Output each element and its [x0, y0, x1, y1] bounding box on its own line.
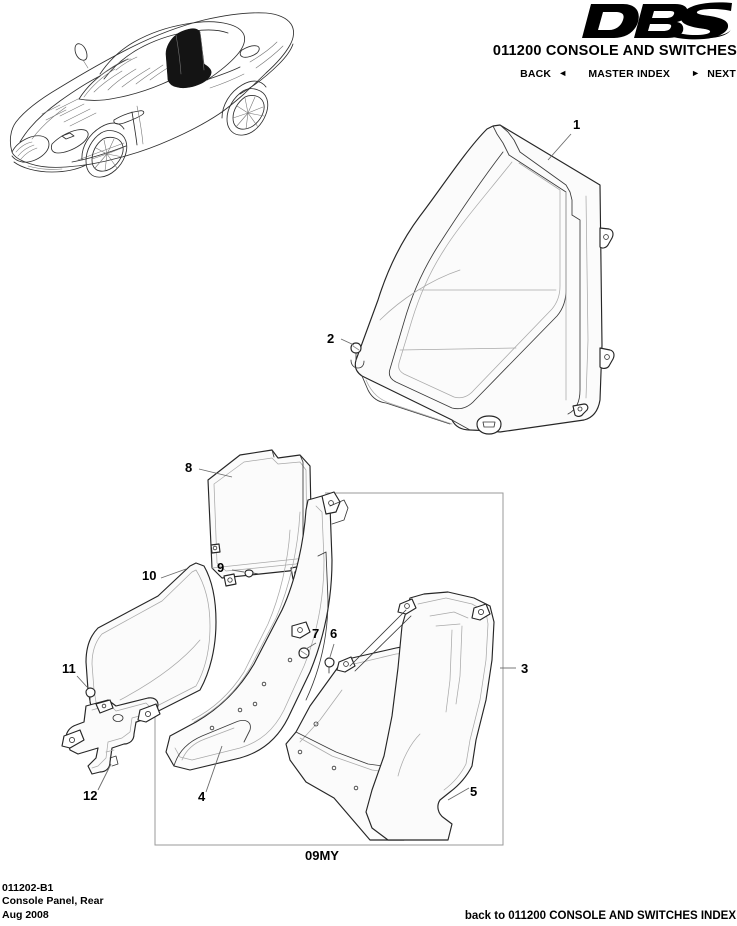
- part-2-fastener-screw[interactable]: [350, 342, 365, 369]
- callout-label-2: 2: [327, 331, 334, 346]
- footer-part-name: Console Panel, Rear: [2, 895, 104, 907]
- footer-part-info: 011202-B1 Console Panel, Rear Aug 2008: [2, 882, 104, 923]
- callout-label-7: 7: [312, 626, 319, 641]
- next-link[interactable]: NEXT: [707, 68, 736, 80]
- callout-label-12: 12: [83, 788, 97, 803]
- part-1-console-panel-rear[interactable]: 1 2: [327, 117, 615, 435]
- part-10-console-armrest-pad[interactable]: 10: [85, 562, 217, 739]
- callout-label-11: 11: [62, 661, 76, 676]
- callout-label-10: 10: [142, 568, 156, 583]
- variant-label: 09MY: [305, 848, 339, 863]
- part-6-fastener-stud[interactable]: 6: [324, 626, 337, 674]
- footer-part-number: 011202-B1: [2, 881, 54, 894]
- part-7-fastener-clip[interactable]: 7: [298, 626, 319, 659]
- page-title: 011200 CONSOLE AND SWITCHES: [492, 43, 737, 59]
- callout-label-8: 8: [185, 460, 192, 475]
- callout-label-1: 1: [573, 117, 580, 132]
- part-4-console-surround-lower[interactable]: 4: [165, 491, 349, 804]
- master-index-link[interactable]: MASTER INDEX: [588, 68, 671, 80]
- callout-label-4: 4: [198, 789, 206, 804]
- callout-label-5: 5: [470, 784, 477, 799]
- callout-label-9: 9: [217, 560, 224, 575]
- part-9-fastener-screw-small[interactable]: 9: [217, 560, 260, 578]
- part-3-console-side-trim-panel[interactable]: 3 5: [285, 591, 528, 841]
- exploded-parts-diagram: 1 2 09MY 8: [61, 117, 615, 863]
- next-arrow-icon[interactable]: ►: [691, 68, 701, 78]
- callout-label-3: 3: [521, 661, 528, 676]
- part-12-console-mounting-bracket[interactable]: 12: [61, 697, 161, 803]
- back-to-index-link[interactable]: back to 011200 CONSOLE AND SWITCHES INDE…: [464, 910, 736, 922]
- callout-label-6: 6: [330, 626, 337, 641]
- back-arrow-icon[interactable]: ◄: [558, 68, 568, 78]
- page-header: 011200 CONSOLE AND SWITCHES BACK ◄ MASTE…: [317, 0, 737, 80]
- dbs-wordmark-icon: [582, 2, 732, 40]
- variant-box-09my: 09MY: [154, 492, 504, 863]
- dbs-logo: [317, 0, 737, 40]
- footer-date: Aug 2008: [2, 908, 49, 921]
- vehicle-illustration: [4, 2, 304, 192]
- part-11-fastener-screw-bracket[interactable]: 11: [62, 661, 96, 704]
- back-link[interactable]: BACK: [520, 68, 552, 80]
- navigation-bar: BACK ◄ MASTER INDEX ► NEXT: [317, 68, 737, 80]
- part-8-rear-console-lid[interactable]: 8: [185, 449, 313, 587]
- aston-martin-dbs-line-art: [9, 12, 294, 178]
